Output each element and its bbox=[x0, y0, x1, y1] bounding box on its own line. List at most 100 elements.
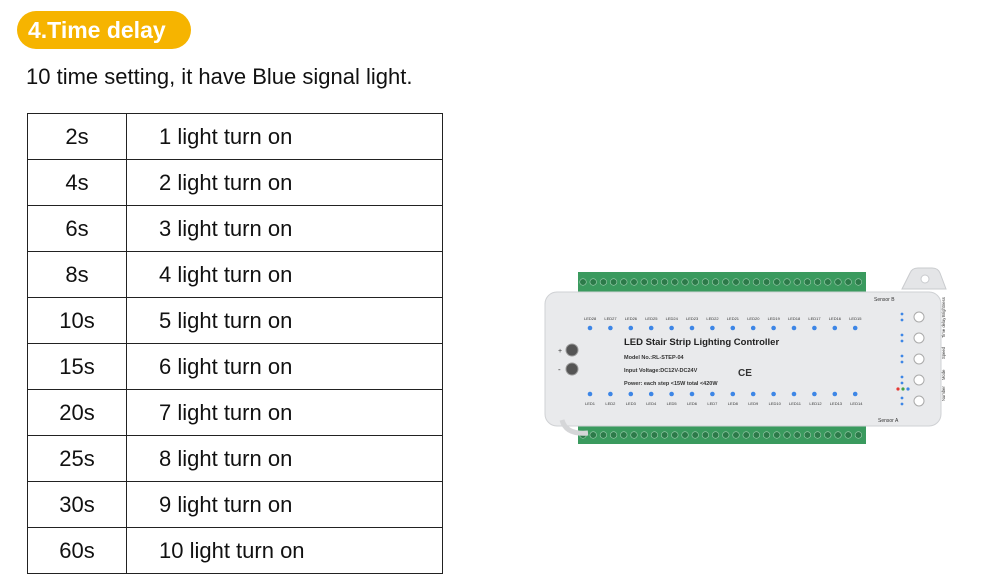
device-model: Model No.:RL-STEP-04 bbox=[624, 355, 685, 361]
terminal-screw bbox=[834, 431, 842, 439]
led-label-top: LED19 bbox=[768, 316, 781, 321]
led-label-top: LED20 bbox=[747, 316, 760, 321]
lights-cell: 7 light turn on bbox=[126, 389, 443, 436]
led-indicator bbox=[750, 391, 756, 397]
led-indicator bbox=[832, 325, 838, 331]
time-cell: 4s bbox=[27, 159, 127, 206]
led-label-top: LED18 bbox=[788, 316, 801, 321]
sensor-b-label: Sensor B bbox=[874, 297, 895, 303]
terminal-screw bbox=[599, 431, 608, 439]
terminal-screw bbox=[671, 278, 679, 286]
terminal-screw bbox=[701, 431, 709, 439]
lights-cell: 2 light turn on bbox=[126, 159, 443, 206]
led-label-top: LED16 bbox=[829, 316, 842, 321]
device-title: LED Stair Strip Lighting Controller bbox=[624, 337, 779, 348]
top-terminal-block bbox=[578, 272, 866, 292]
led-label-bottom: LED12 bbox=[809, 401, 822, 406]
terminal-screw bbox=[579, 278, 587, 286]
terminal-screw bbox=[691, 278, 699, 286]
button-label: Mode bbox=[941, 369, 946, 380]
led-label-top: LED21 bbox=[727, 316, 740, 321]
terminal-screw bbox=[630, 431, 638, 439]
led-label-bottom: LED8 bbox=[728, 401, 739, 406]
control-button bbox=[913, 332, 925, 344]
led-label-bottom: LED2 bbox=[605, 401, 616, 406]
led-label-bottom: LED14 bbox=[850, 401, 863, 406]
terminal-screw bbox=[650, 431, 658, 439]
terminal-screw bbox=[732, 278, 740, 286]
led-indicator bbox=[710, 325, 715, 331]
status-led bbox=[900, 354, 904, 358]
terminal-screw bbox=[660, 278, 669, 286]
led-indicator bbox=[587, 325, 593, 331]
led-label-bottom: LED13 bbox=[830, 401, 843, 406]
led-indicator bbox=[608, 391, 613, 397]
led-label-top: LED17 bbox=[808, 316, 821, 321]
lights-cell: 9 light turn on bbox=[126, 481, 443, 528]
terminal-screw bbox=[854, 431, 863, 439]
time-cell: 30s bbox=[27, 481, 127, 528]
terminal-screw bbox=[752, 431, 760, 439]
lights-cell: 6 light turn on bbox=[126, 343, 443, 390]
status-led bbox=[900, 396, 904, 400]
status-led bbox=[900, 402, 904, 406]
led-indicator bbox=[648, 391, 654, 397]
terminal-screw bbox=[620, 431, 628, 439]
device-voltage: Input Voltage:DC12V-DC24V bbox=[624, 368, 698, 374]
led-indicator bbox=[750, 325, 756, 331]
lights-cell: 8 light turn on bbox=[126, 435, 443, 482]
led-indicator bbox=[771, 391, 776, 397]
time-cell: 60s bbox=[27, 527, 127, 574]
lights-cell: 3 light turn on bbox=[126, 205, 443, 252]
led-label-bottom: LED7 bbox=[707, 401, 718, 406]
led-indicator bbox=[730, 325, 736, 331]
terminal-screw bbox=[742, 431, 750, 439]
terminal-screw bbox=[630, 278, 638, 286]
led-label-top: LED24 bbox=[666, 316, 679, 321]
terminal-screw bbox=[773, 278, 781, 286]
led-label-bottom: LED6 bbox=[687, 401, 698, 406]
terminal-screw bbox=[773, 431, 781, 439]
time-cell: 25s bbox=[27, 435, 127, 482]
power-minus-connector bbox=[565, 362, 579, 376]
terminal-screw bbox=[712, 278, 720, 286]
control-button bbox=[913, 395, 925, 407]
led-indicator bbox=[832, 391, 838, 397]
terminal-screw bbox=[722, 278, 730, 286]
terminal-screw bbox=[834, 278, 842, 286]
led-indicator bbox=[791, 391, 797, 397]
controller-case bbox=[544, 291, 942, 427]
led-label-bottom: LED11 bbox=[789, 401, 802, 406]
led-indicator bbox=[669, 325, 674, 331]
terminal-screw bbox=[854, 278, 863, 286]
intro-text: 10 time setting, it have Blue signal lig… bbox=[26, 64, 413, 89]
terminal-screw bbox=[650, 278, 658, 286]
plus-label: + bbox=[558, 348, 562, 355]
control-button bbox=[913, 353, 925, 365]
terminal-screw bbox=[620, 278, 628, 286]
led-label-bottom: LED1 bbox=[585, 401, 596, 406]
led-label-top: LED27 bbox=[604, 316, 617, 321]
led-indicator bbox=[628, 325, 634, 331]
led-indicator bbox=[791, 325, 797, 331]
terminal-screw bbox=[691, 431, 699, 439]
status-led bbox=[900, 360, 904, 364]
terminal-screw bbox=[681, 278, 689, 286]
led-indicator bbox=[608, 325, 613, 331]
status-led bbox=[900, 312, 904, 316]
led-indicator bbox=[689, 391, 695, 397]
led-indicator bbox=[689, 325, 695, 331]
terminal-screw bbox=[814, 431, 822, 439]
led-indicator bbox=[771, 325, 776, 331]
status-led bbox=[900, 339, 904, 343]
led-label-top: LED22 bbox=[706, 316, 719, 321]
lights-cell: 4 light turn on bbox=[126, 251, 443, 298]
